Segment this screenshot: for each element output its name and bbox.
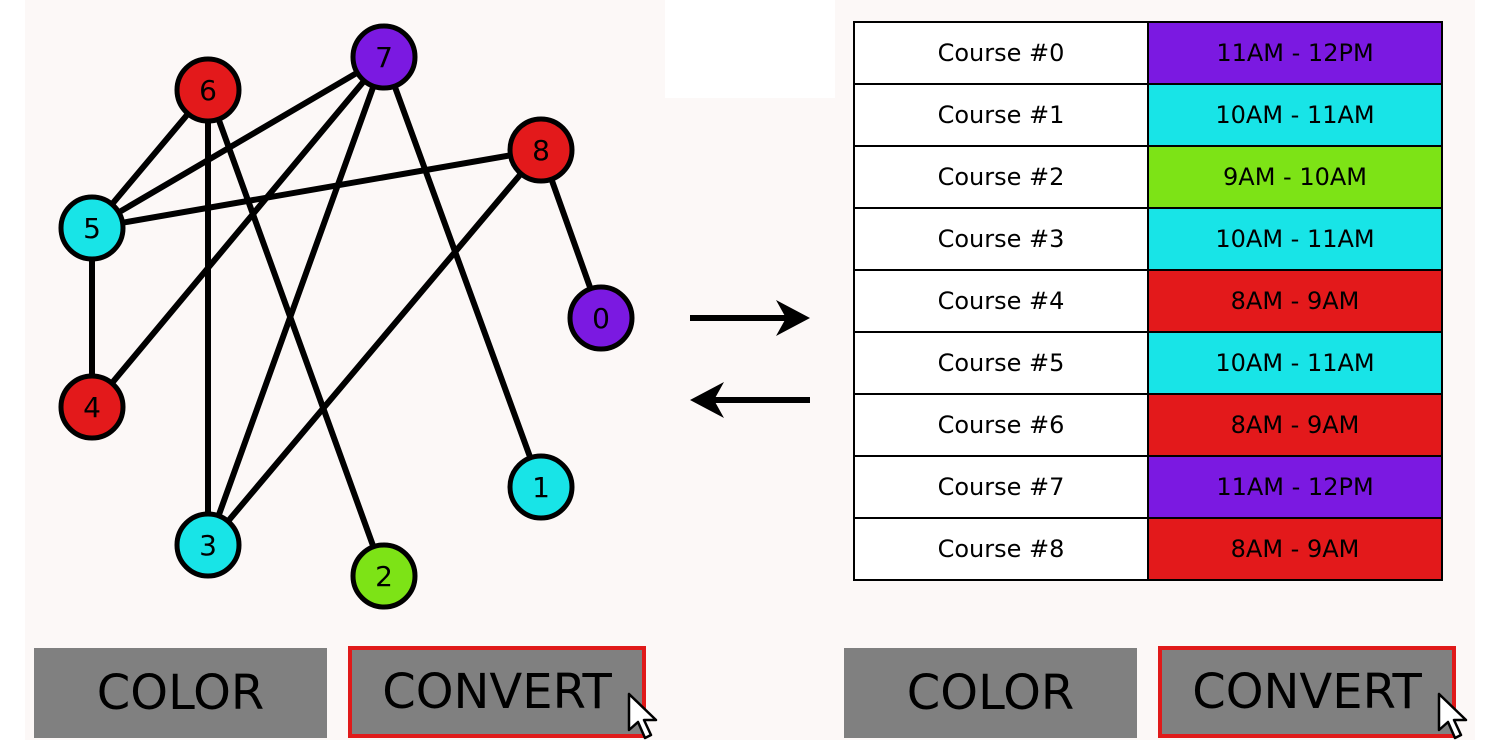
graph-node-label: 2 — [375, 560, 393, 593]
course-name-cell: Course #8 — [853, 517, 1149, 581]
graph-node: 2 — [350, 542, 418, 610]
graph-node-circle — [507, 116, 575, 184]
time-slot-cell: 10AM - 11AM — [1147, 207, 1443, 271]
graph-node-label: 8 — [532, 134, 550, 167]
graph-edge — [89, 54, 387, 410]
graph-node-circle — [174, 56, 242, 124]
middle-strip — [665, 98, 845, 740]
graph-node-label: 7 — [375, 41, 393, 74]
graph-node-label: 5 — [83, 212, 101, 245]
graph-node: 7 — [350, 23, 418, 91]
time-slot-cell: 8AM - 9AM — [1147, 517, 1443, 581]
graph-node-circle — [507, 453, 575, 521]
course-name-cell: Course #6 — [853, 393, 1149, 457]
time-slot-cell: 10AM - 11AM — [1147, 331, 1443, 395]
time-slot-cell: 8AM - 9AM — [1147, 393, 1443, 457]
graph-node: 4 — [58, 373, 126, 441]
graph-edge — [89, 147, 544, 231]
color-button[interactable]: COLOR — [34, 648, 327, 738]
graph-node-circle — [58, 373, 126, 441]
time-slot-cell: 10AM - 11AM — [1147, 83, 1443, 147]
graph-node: 5 — [58, 194, 126, 262]
convert-button[interactable]: CONVERT — [348, 646, 646, 738]
convert-button[interactable]: CONVERT — [1158, 646, 1456, 738]
mouse-pointer-icon — [627, 692, 658, 740]
course-name-cell: Course #1 — [853, 83, 1149, 147]
graph-node-circle — [350, 23, 418, 91]
graph-nodes: 0 1 2 3 4 5 6 7 8 — [58, 23, 635, 610]
color-button[interactable]: COLOR — [844, 648, 1137, 738]
graph-node: 0 — [567, 284, 635, 352]
course-name-cell: Course #3 — [853, 207, 1149, 271]
arrow-left-icon — [690, 382, 810, 418]
time-slot-cell: 8AM - 9AM — [1147, 269, 1443, 333]
graph-edge — [381, 54, 544, 490]
graph-edge — [205, 147, 544, 548]
graph-edge — [89, 54, 387, 231]
graph-node: 1 — [507, 453, 575, 521]
course-conflict-graph: 0 1 2 3 4 5 6 7 8 — [58, 23, 635, 610]
graph-node: 8 — [507, 116, 575, 184]
graph-edge — [205, 87, 387, 579]
course-name-cell: Course #4 — [853, 269, 1149, 333]
graph-node-label: 3 — [199, 529, 217, 562]
graph-edges — [89, 54, 604, 579]
graph-edge — [205, 54, 387, 548]
graph-node-circle — [174, 511, 242, 579]
course-name-cell: Course #5 — [853, 331, 1149, 395]
conversion-arrows — [690, 300, 810, 418]
course-name-cell: Course #7 — [853, 455, 1149, 519]
graph-node-circle — [350, 542, 418, 610]
graph-node: 3 — [174, 511, 242, 579]
graph-node-label: 4 — [83, 391, 101, 424]
graph-node-label: 0 — [592, 302, 610, 335]
graph-node-label: 1 — [532, 471, 550, 504]
arrow-right-icon — [690, 300, 810, 336]
course-name-cell: Course #0 — [853, 21, 1149, 85]
mouse-pointer-icon — [1437, 692, 1468, 740]
time-slot-cell: 11AM - 12PM — [1147, 21, 1443, 85]
time-slot-cell: 9AM - 10AM — [1147, 145, 1443, 209]
graph-node-circle — [58, 194, 126, 262]
graph-node: 6 — [174, 56, 242, 124]
graph-node-circle — [567, 284, 635, 352]
course-name-cell: Course #2 — [853, 145, 1149, 209]
time-slot-cell: 11AM - 12PM — [1147, 455, 1443, 519]
graph-node-label: 6 — [199, 74, 217, 107]
